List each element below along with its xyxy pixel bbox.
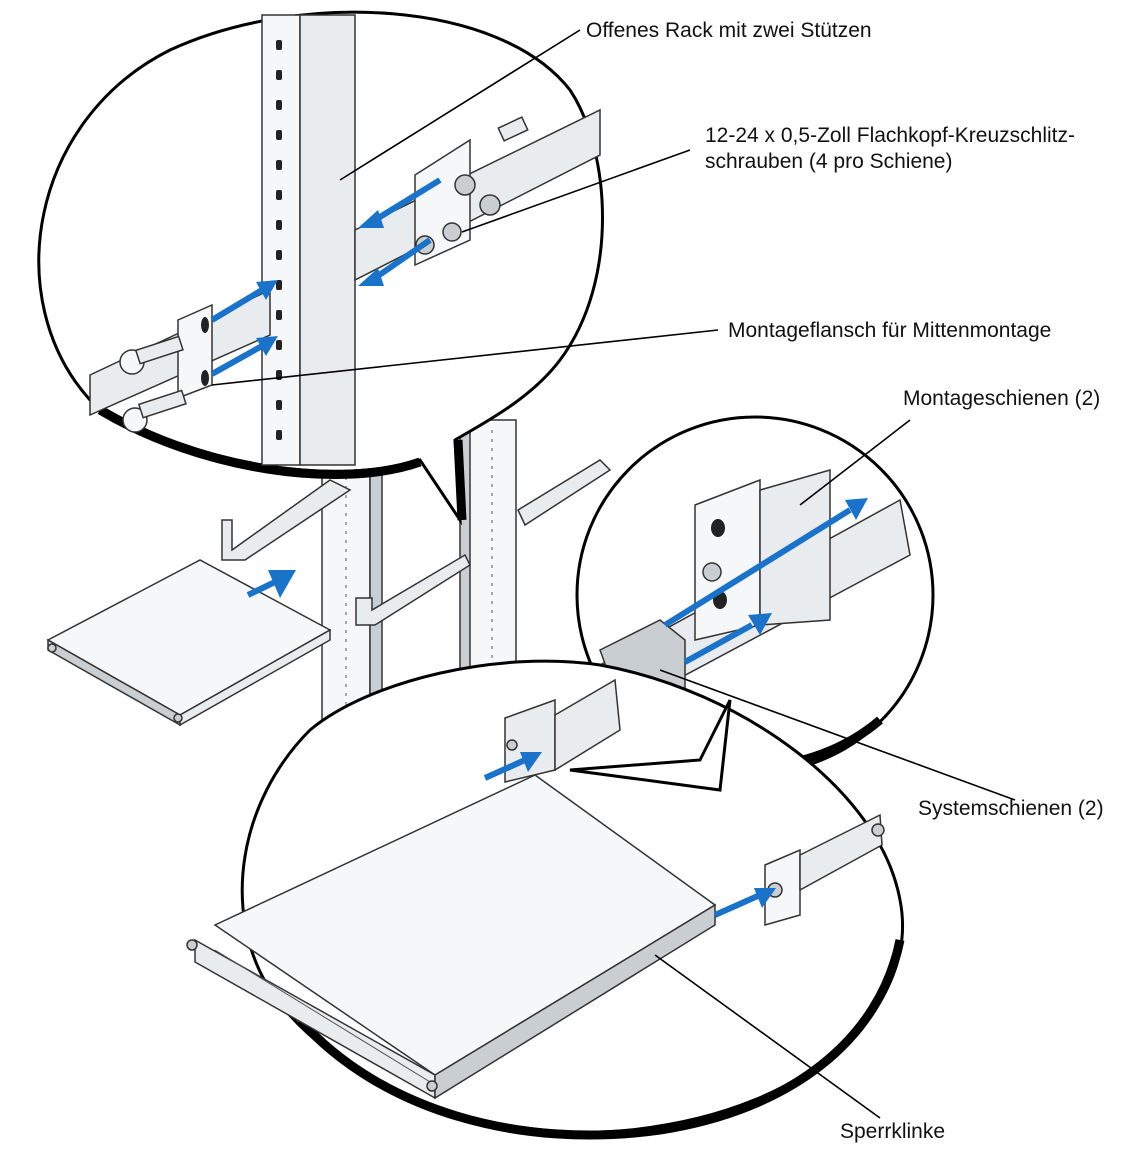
front-screw-top (119, 335, 184, 375)
leader-lines (211, 29, 1016, 1119)
callout-labels: Offenes Rack mit zwei Stützen 12-24 x 0,… (586, 19, 1104, 1143)
bottom-detail-bubble (186, 659, 905, 1140)
front-screw-bottom (122, 389, 187, 433)
top-bubble-arrows (210, 177, 442, 377)
label-screws-line2: schrauben (4 pro Schiene) (705, 150, 952, 173)
leader-latch (654, 954, 881, 1119)
label-screws-line1: 12-24 x 0,5-Zoll Flachkopf-Kreuzschlitz- (705, 124, 1075, 147)
server-small (46, 559, 332, 727)
top-detail-bubble (37, 10, 604, 526)
insert-arrow (246, 570, 296, 598)
leader-mounting-rails (799, 419, 911, 506)
leader-rack (339, 29, 581, 181)
label-flange: Montageflansch für Mittenmontage (728, 319, 1051, 342)
label-rack: Offenes Rack mit zwei Stützen (586, 19, 872, 42)
label-latch: Sperrklinke (840, 1120, 945, 1143)
label-mounting-rails: Montageschienen (2) (903, 387, 1100, 410)
leader-screws (461, 149, 691, 233)
leader-flange (211, 329, 719, 386)
leader-system-rails (659, 669, 1016, 801)
label-system-rails: Systemschienen (2) (918, 797, 1104, 820)
rack-frame (221, 419, 612, 741)
